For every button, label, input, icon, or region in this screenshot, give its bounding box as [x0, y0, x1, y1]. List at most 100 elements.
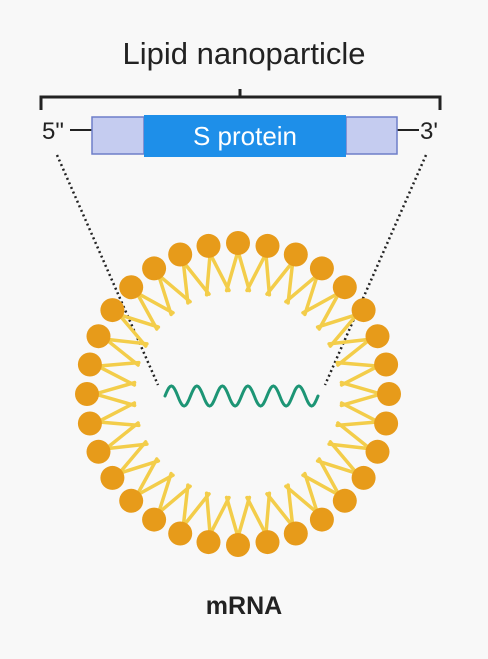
- lipid-tail: [336, 337, 372, 367]
- zoom-line-left: [55, 154, 160, 386]
- lipid-heads: [75, 231, 401, 557]
- lipid-tail: [245, 495, 268, 537]
- lipid-tail: [327, 337, 372, 346]
- lipid-head: [226, 231, 250, 255]
- lipid-tail: [156, 471, 173, 515]
- lipid-tail: [339, 364, 381, 387]
- lipid-head: [168, 521, 193, 546]
- lipid-tail: [339, 380, 383, 396]
- lipid-tail: [204, 251, 212, 297]
- lipid-tail: [236, 249, 252, 293]
- lipid-tail: [104, 337, 140, 367]
- lipid-tail: [328, 312, 359, 348]
- lipid-head: [196, 233, 221, 258]
- utr-3-box: [345, 116, 398, 155]
- lipid-tail: [208, 251, 231, 293]
- lipid-tail: [335, 360, 381, 368]
- lipid-tail: [135, 291, 175, 315]
- lipid-tail: [135, 473, 175, 497]
- lipid-head: [226, 533, 250, 557]
- lipid-head: [119, 488, 144, 513]
- lipid-tail: [317, 291, 341, 331]
- lipid-tail: [135, 457, 159, 497]
- lipid-tail: [104, 442, 149, 451]
- lipid-tail: [156, 484, 192, 515]
- lipid-tail: [284, 273, 320, 304]
- lipid-tail: [264, 491, 272, 537]
- lipid-tail: [286, 260, 295, 305]
- lipid-tail: [95, 364, 137, 387]
- lipid-tail: [93, 392, 137, 408]
- lipid-tail: [265, 260, 295, 296]
- lipid-tails: [93, 249, 383, 539]
- lipid-tail: [156, 273, 192, 304]
- gene-box: [144, 115, 346, 157]
- lipid-tail: [93, 380, 137, 396]
- lipid-head: [100, 298, 125, 323]
- lipid-head: [86, 439, 111, 464]
- lipid-head: [283, 521, 308, 546]
- lipid-head: [119, 275, 144, 300]
- lipid-tail: [301, 473, 341, 497]
- lipid-tail: [236, 495, 252, 539]
- lipid-head: [142, 256, 167, 281]
- lipid-head: [309, 507, 334, 532]
- lipid-head: [351, 298, 376, 323]
- lipid-head: [309, 256, 334, 281]
- lipid-tail: [208, 495, 231, 537]
- lipid-head: [77, 411, 102, 436]
- lipid-tail: [327, 442, 372, 451]
- lipid-head: [142, 507, 167, 532]
- lipid-head: [374, 352, 399, 377]
- lipid-tail: [117, 312, 148, 348]
- lipid-tail: [315, 312, 359, 329]
- lipid-tail: [95, 401, 137, 424]
- lipid-tail: [301, 291, 341, 315]
- lipid-tail: [317, 457, 341, 497]
- lipid-tail: [104, 421, 140, 451]
- lipid-head: [255, 530, 280, 555]
- lipid-tail: [339, 401, 381, 424]
- lipid-tail: [156, 273, 173, 317]
- lipid-tail: [284, 484, 320, 515]
- lipid-tail: [224, 249, 240, 293]
- lipid-tail: [335, 420, 381, 428]
- lipid-head: [100, 465, 125, 490]
- diagram-title: Lipid nanoparticle: [122, 36, 366, 71]
- lipid-head: [77, 352, 102, 377]
- lipid-tail: [204, 491, 212, 537]
- utr-5-box: [91, 116, 145, 155]
- lipid-tail: [181, 483, 190, 528]
- lipid-head: [283, 242, 308, 267]
- lipid-tail: [104, 337, 149, 346]
- five-prime-label: 5": [42, 118, 64, 145]
- lipid-tail: [303, 471, 320, 515]
- lipid-tail: [303, 273, 320, 317]
- mrna-strand: [163, 384, 320, 408]
- lipid-tail: [245, 251, 268, 293]
- lipid-tail: [328, 440, 359, 476]
- lipid-tail: [315, 459, 359, 476]
- three-prime-label: 3': [420, 118, 438, 145]
- lipid-head: [86, 324, 111, 349]
- lipid-head: [365, 324, 390, 349]
- lipid-tail: [265, 492, 295, 528]
- lipid-tail: [336, 421, 372, 451]
- lipid-tail: [224, 495, 240, 539]
- lipid-tail: [117, 440, 148, 476]
- bracket: [39, 89, 442, 110]
- lipid-head: [365, 439, 390, 464]
- lipid-head: [332, 488, 357, 513]
- lipid-head: [255, 233, 280, 258]
- lipid-tail: [181, 260, 211, 296]
- lipid-tail: [135, 291, 159, 331]
- lipid-tail: [264, 251, 272, 297]
- lipid-head: [351, 465, 376, 490]
- lipid-head: [75, 382, 99, 406]
- lipid-head: [377, 382, 401, 406]
- lipid-bilayer: [75, 231, 401, 557]
- lipid-head: [196, 530, 221, 555]
- caption: mRNA: [205, 592, 283, 620]
